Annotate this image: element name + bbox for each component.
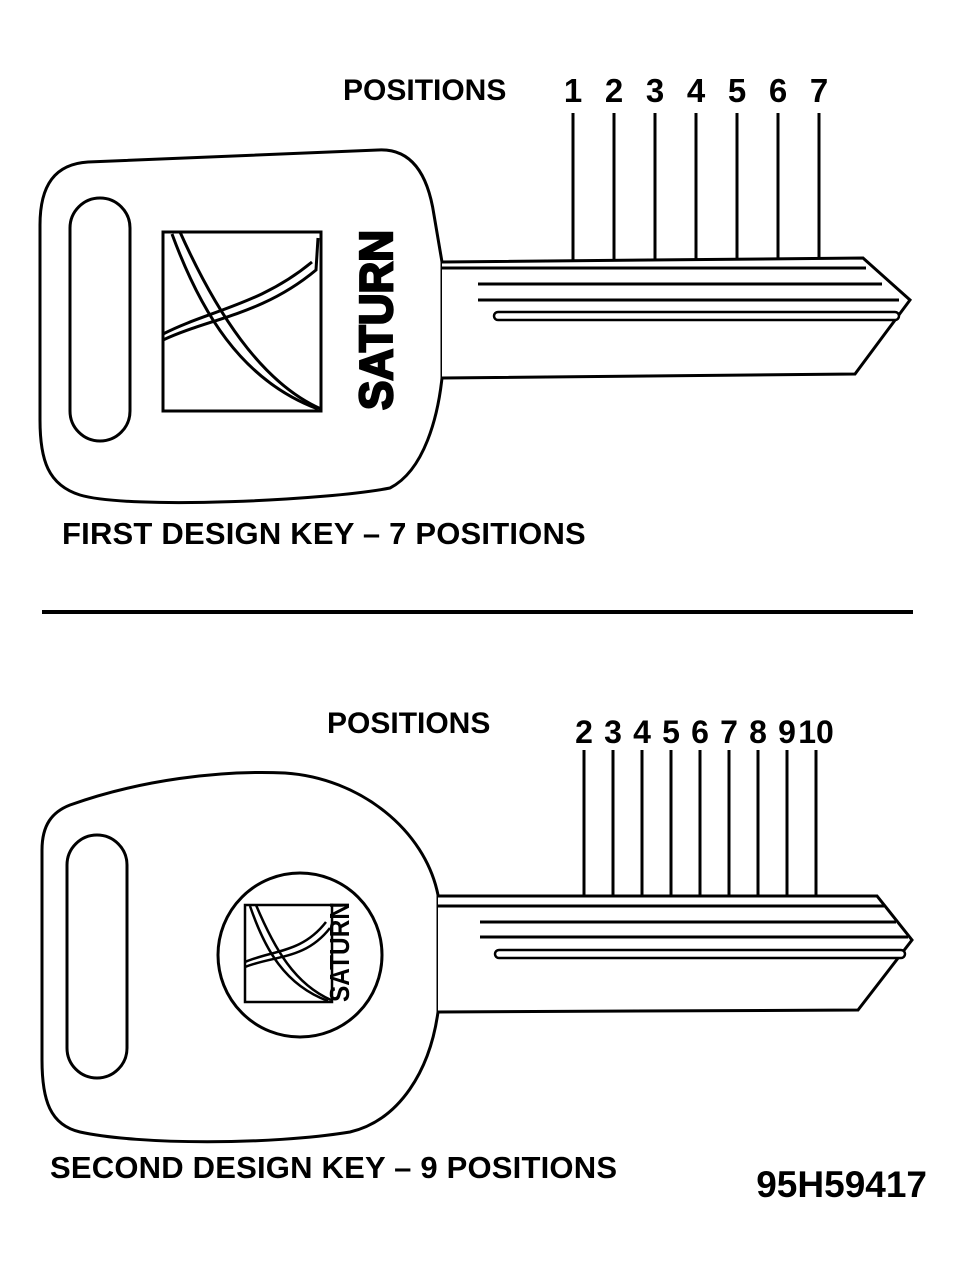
key2-position-number-8: 8 xyxy=(749,714,767,750)
key1-caption: FIRST DESIGN KEY – 7 POSITIONS xyxy=(62,516,586,551)
key2-position-number-5: 5 xyxy=(662,714,680,750)
key2-position-lines xyxy=(582,750,818,898)
key2-ring-slot xyxy=(65,833,129,1080)
section-divider xyxy=(42,610,913,614)
key1-position-number-3: 3 xyxy=(646,72,664,109)
key2-position-number-9: 9 xyxy=(778,714,796,750)
key1-position-number-2: 2 xyxy=(605,72,623,109)
key2-position-number-4: 4 xyxy=(633,714,651,750)
key2-position-number-7: 7 xyxy=(720,714,738,750)
key2-position-number-6: 6 xyxy=(691,714,709,750)
key2-saturn-logo-icon xyxy=(216,871,384,1039)
key2-position-number-10: 10 xyxy=(798,714,834,750)
key1-position-number-7: 7 xyxy=(810,72,828,109)
key1-head xyxy=(38,148,444,505)
key1-saturn-logo-icon xyxy=(161,230,323,413)
key2-logo-text: SATURN xyxy=(324,902,355,1002)
figure-id: 95H59417 xyxy=(756,1164,927,1205)
key2-caption: SECOND DESIGN KEY – 9 POSITIONS xyxy=(50,1150,618,1185)
key1-position-number-1: 1 xyxy=(564,72,582,109)
key1-position-number-5: 5 xyxy=(728,72,746,109)
key1-position-number-6: 6 xyxy=(769,72,787,109)
key1-ring-slot xyxy=(68,196,132,443)
key1-position-number-4: 4 xyxy=(687,72,706,109)
key2-position-number-2: 2 xyxy=(575,714,593,750)
key2-positions-label: POSITIONS xyxy=(327,707,490,740)
key1-positions-label: POSITIONS xyxy=(343,74,506,107)
key1-logo-text: SATURN xyxy=(350,230,402,410)
key1-position-lines xyxy=(571,113,821,264)
key2-position-number-3: 3 xyxy=(604,714,622,750)
